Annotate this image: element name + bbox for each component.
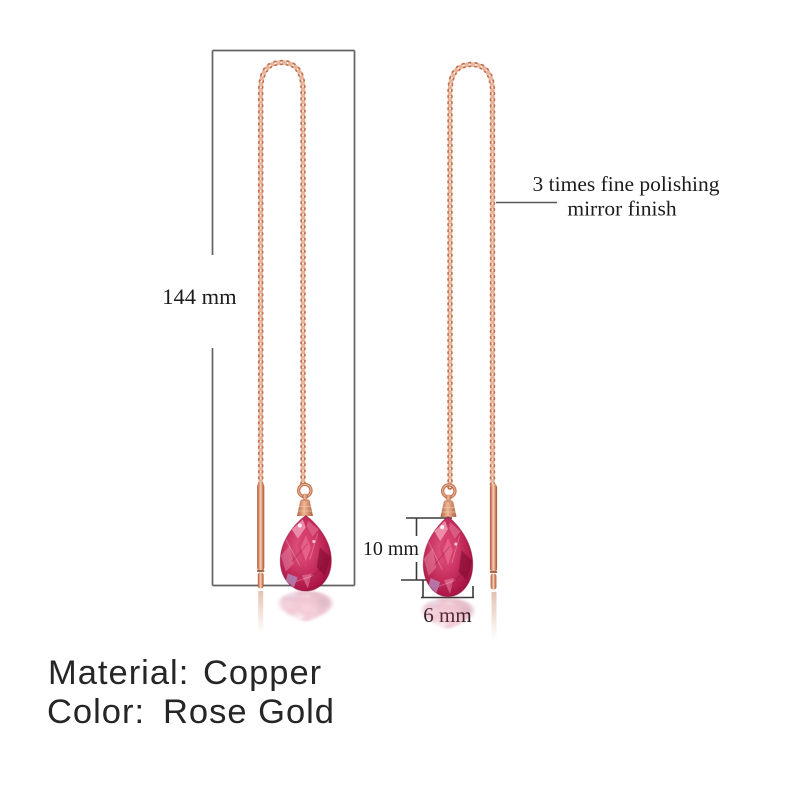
drop-width-dimension — [421, 580, 474, 599]
left-bar-reflection — [258, 591, 264, 633]
left-threader-bar — [257, 483, 265, 589]
measurement-box — [211, 49, 356, 587]
right-chain — [447, 61, 496, 490]
left-drop-reflection — [279, 590, 332, 622]
chain-length-label: 144 mm — [162, 284, 237, 309]
left-drop-cap — [296, 493, 314, 517]
right-bar-reflection — [491, 592, 497, 640]
right-earring — [422, 61, 498, 598]
left-teardrop-crystal — [279, 515, 332, 592]
material-key-label: Material: — [48, 654, 189, 692]
left-earring — [257, 59, 332, 592]
right-threader-bar — [489, 484, 498, 590]
drop-height-label: 10 mm — [363, 538, 420, 560]
callout-text-line1: 3 times fine polishing — [533, 172, 720, 196]
polish-callout: 3 times fine polishing mirror finish — [496, 172, 720, 221]
color-value-label: Rose Gold — [163, 693, 335, 731]
left-chain — [257, 59, 306, 489]
spec-text-block: Material: Copper Color: Rose Gold — [47, 654, 335, 731]
reflections — [258, 590, 497, 640]
right-drop-cap — [440, 494, 457, 518]
right-teardrop-crystal — [422, 515, 474, 598]
material-value-label: Copper — [203, 654, 322, 692]
callout-text-line2: mirror finish — [567, 197, 677, 221]
color-key-label: Color: — [47, 693, 145, 731]
